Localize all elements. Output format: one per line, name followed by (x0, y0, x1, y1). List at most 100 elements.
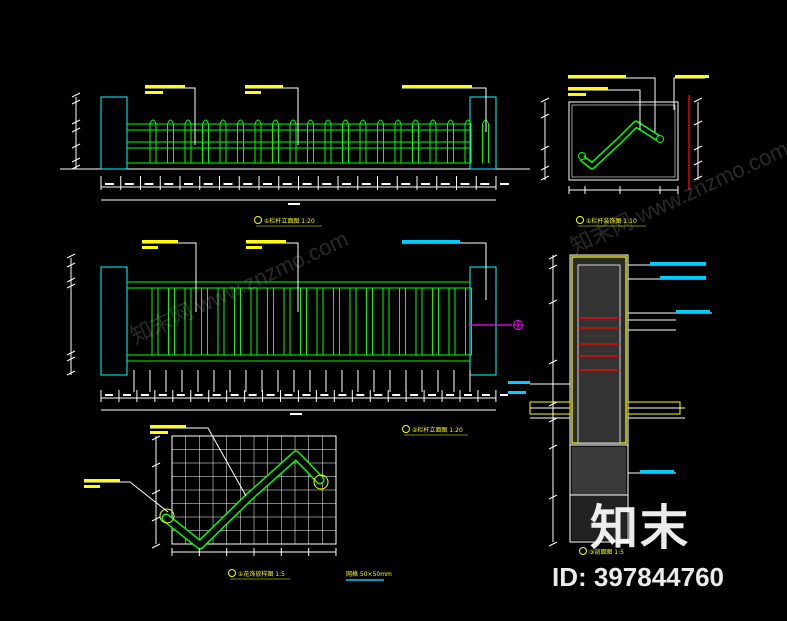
bottom-picket (432, 287, 439, 356)
dim-tick (71, 157, 81, 163)
dim-text (158, 394, 167, 396)
dim-text (266, 394, 275, 396)
dim-tick (693, 120, 703, 126)
dim-tick (693, 145, 703, 151)
dim-tick (66, 370, 76, 376)
dim-tick (151, 435, 161, 441)
dim-text (499, 394, 508, 396)
dim-tick (71, 127, 81, 133)
dim-text (342, 183, 351, 185)
dim-text (230, 394, 239, 396)
dim-text (392, 394, 401, 396)
bottom-picket (201, 287, 208, 356)
title-section-detail: ③剖面图 1:5 (589, 548, 624, 556)
watermark-id: ID: 397844760 (552, 562, 725, 592)
dim-tick (71, 92, 81, 98)
dim-tick (693, 175, 703, 181)
dim-tick (71, 164, 81, 170)
top-picket (237, 119, 244, 163)
dim-tick (548, 494, 558, 500)
top-picket (342, 119, 349, 163)
bottom-picket (217, 287, 225, 356)
dim-text (338, 394, 347, 396)
dim-text (302, 394, 311, 396)
dim-text (302, 183, 312, 185)
dim-tick (71, 119, 81, 125)
top-picket (394, 119, 402, 163)
dim-tick (540, 145, 550, 151)
dim-tick (66, 253, 76, 259)
dim-text (105, 394, 113, 396)
dim-text (203, 183, 213, 185)
top-picket (377, 119, 384, 163)
title-grid-pattern: ①花饰放样图 1:5 (238, 570, 285, 578)
top-picket (184, 119, 192, 163)
bottom-picket (366, 287, 373, 356)
dim-tick (66, 277, 76, 283)
bottom-picket (448, 287, 456, 356)
bottom-picket (349, 287, 357, 356)
top-picket (167, 119, 174, 163)
top-picket (289, 119, 297, 163)
dim-tick (540, 113, 550, 119)
drawing-titles: ①栏杆立面图 1:20 ①栏杆装饰图 1:10 ②栏杆立面图 1:20 ①花饰放… (228, 216, 637, 578)
bottom-picket (333, 287, 340, 356)
section-detail (508, 254, 712, 547)
dim-text (446, 394, 455, 396)
dim-text (356, 394, 365, 396)
dim-tick (548, 417, 558, 423)
bottom-picket (382, 287, 390, 356)
dim-text (263, 183, 272, 185)
dim-text (243, 183, 253, 185)
panel-detail-small (540, 75, 709, 194)
bottom-picket (234, 287, 241, 356)
dim-text (140, 394, 149, 396)
dim-tick (693, 160, 703, 166)
dim-text (194, 394, 203, 396)
dim-tick (66, 356, 76, 362)
bottom-picket (465, 287, 472, 356)
dim-text (440, 183, 450, 185)
dim-text (290, 413, 302, 415)
dim-tick (540, 175, 550, 181)
dim-text (124, 183, 134, 185)
fence-elevation-top (60, 85, 530, 205)
dim-text (105, 183, 114, 185)
dim-text (374, 394, 383, 396)
top-picket (307, 119, 314, 163)
dim-text (212, 394, 221, 396)
dim-text (288, 203, 300, 205)
dim-text (284, 394, 293, 396)
dim-tick (548, 541, 558, 547)
fence-elevation-bottom (66, 240, 523, 415)
bottom-picket (151, 287, 159, 356)
dim-text (410, 394, 419, 396)
bottom-picket (316, 287, 324, 356)
title-fence-elevation-top: ①栏杆立面图 1:20 (264, 217, 315, 225)
top-picket (272, 119, 279, 163)
top-picket (429, 119, 437, 163)
dim-tick (151, 543, 161, 549)
dim-text (421, 183, 430, 185)
dim-text (144, 183, 154, 185)
dim-text (164, 183, 174, 185)
dim-text (248, 394, 257, 396)
dim-text (184, 183, 193, 185)
top-picket (464, 119, 472, 163)
dim-text (322, 183, 332, 185)
bottom-picket (184, 287, 192, 356)
dim-tick (71, 99, 81, 105)
dim-tick (548, 264, 558, 270)
dim-tick (548, 444, 558, 450)
title-fence-elevation-bottom: ②栏杆立面图 1:20 (412, 426, 463, 434)
bottom-picket (399, 287, 406, 356)
bottom-picket (168, 287, 175, 356)
grid-pattern-detail (84, 425, 337, 556)
dim-text (480, 183, 490, 185)
dim-tick (693, 97, 703, 103)
bottom-picket (300, 287, 307, 356)
dim-tick (151, 516, 161, 522)
dim-text (320, 394, 329, 396)
dim-text (176, 394, 185, 396)
